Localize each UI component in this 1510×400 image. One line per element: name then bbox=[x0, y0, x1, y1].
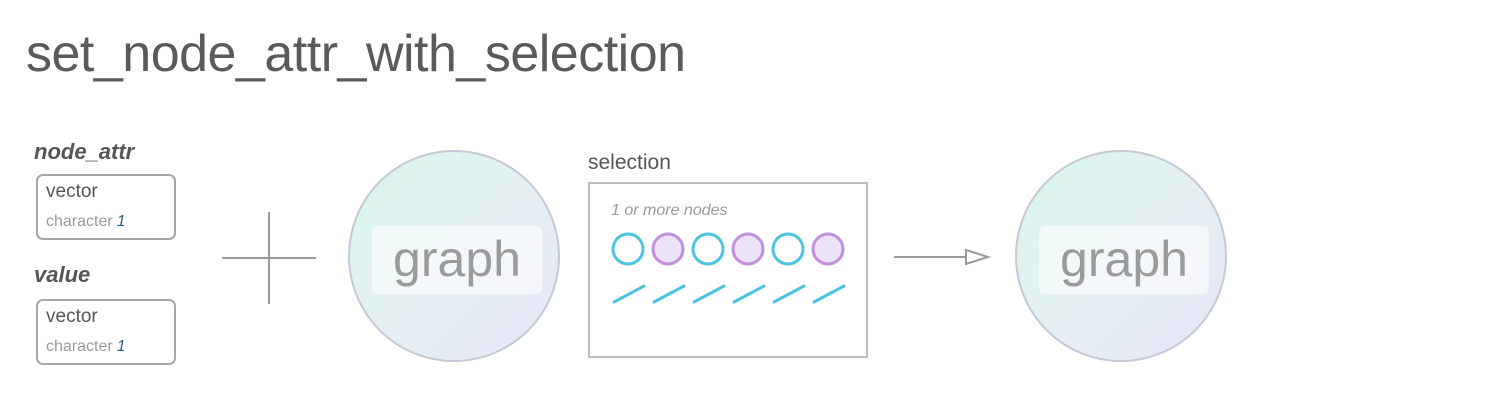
graph-input-circle: graph bbox=[348, 150, 560, 362]
graph-output-label: graph bbox=[1060, 231, 1188, 287]
graph-input-label: graph bbox=[393, 231, 521, 287]
graph-output-circle: graph bbox=[1015, 150, 1227, 362]
param-subtype: character bbox=[46, 338, 113, 355]
selection-edge bbox=[772, 284, 806, 304]
selection-edge bbox=[812, 284, 846, 304]
selection-edge bbox=[652, 284, 686, 304]
selection-node bbox=[651, 232, 685, 266]
graph-output-label-bg: graph bbox=[1039, 226, 1209, 294]
selection-node bbox=[811, 232, 845, 266]
selection-edge bbox=[612, 284, 646, 304]
param-subtype: character bbox=[46, 213, 113, 230]
selection-node bbox=[611, 232, 645, 266]
param-label-value: value bbox=[34, 262, 91, 287]
param-type: vector bbox=[46, 181, 98, 202]
plus-icon-vertical bbox=[268, 212, 270, 304]
graph-input-label-bg: graph bbox=[372, 226, 542, 294]
param-type: vector bbox=[46, 306, 98, 327]
selection-box: 1 or more nodes bbox=[588, 182, 868, 358]
page-title: set_node_attr_with_selection bbox=[26, 25, 686, 83]
selection-edge bbox=[732, 284, 766, 304]
arrow-icon bbox=[894, 248, 992, 266]
selection-node bbox=[771, 232, 805, 266]
selection-edge bbox=[692, 284, 726, 304]
selection-note: 1 or more nodes bbox=[611, 202, 728, 219]
param-count: 1 bbox=[116, 213, 126, 230]
param-label-node-attr: node_attr bbox=[34, 139, 135, 164]
param-count: 1 bbox=[116, 338, 126, 355]
selection-node bbox=[731, 232, 765, 266]
selection-label: selection bbox=[588, 151, 671, 174]
selection-graphic bbox=[611, 232, 846, 304]
selection-node bbox=[691, 232, 725, 266]
